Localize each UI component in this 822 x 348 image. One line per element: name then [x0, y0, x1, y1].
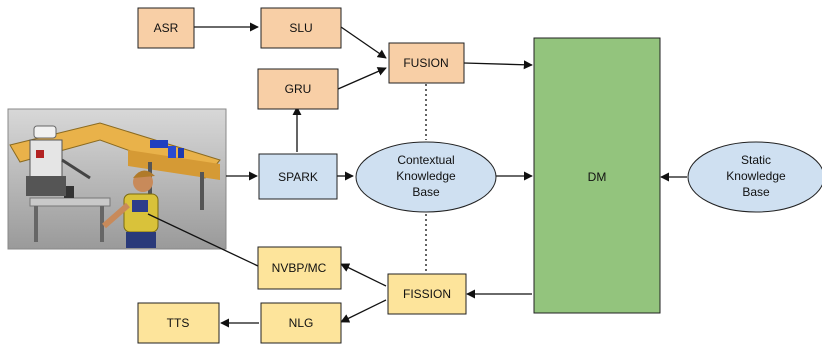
node-gru: GRU [257, 68, 339, 110]
scene-image [7, 108, 227, 250]
node-static-knowledge-base: Static Knowledge Base [687, 141, 822, 213]
node-dm: DM [533, 37, 661, 314]
spark-label: SPARK [278, 170, 318, 184]
nvbp-label: NVBP/MC [272, 261, 327, 275]
edge-gru-fusion [337, 67, 387, 90]
node-fission: FISSION [387, 273, 467, 315]
node-nvbp-mc: NVBP/MC [257, 246, 342, 290]
asr-label: ASR [154, 21, 179, 35]
skb-label-line1: Static [741, 153, 771, 167]
edge-fission-nvbp [340, 263, 387, 287]
node-slu: SLU [260, 7, 342, 49]
node-contextual-knowledge-base: Contextual Knowledge Base [355, 141, 497, 213]
node-tts: TTS [137, 302, 220, 344]
slu-label: SLU [289, 21, 312, 35]
edge-fusion-dm [463, 60, 533, 70]
connections [147, 22, 687, 328]
edge-fission-nlg [340, 299, 387, 323]
gru-label: GRU [285, 82, 312, 96]
dm-label: DM [588, 170, 607, 184]
edge-nvbp-scene [147, 213, 259, 267]
node-asr: ASR [137, 7, 195, 49]
ckb-label-line3: Base [412, 185, 440, 199]
fusion-label: FUSION [403, 56, 448, 70]
node-spark: SPARK [258, 153, 338, 200]
edge-slu-fusion [340, 26, 387, 59]
skb-label-line2: Knowledge [726, 169, 786, 183]
nlg-label: NLG [289, 316, 314, 330]
node-fusion: FUSION [388, 42, 465, 84]
ckb-label-line1: Contextual [397, 153, 454, 167]
fission-label: FISSION [403, 287, 451, 301]
tts-label: TTS [167, 316, 190, 330]
skb-label-line3: Base [742, 185, 770, 199]
node-nlg: NLG [260, 302, 342, 344]
ckb-label-line2: Knowledge [396, 169, 456, 183]
